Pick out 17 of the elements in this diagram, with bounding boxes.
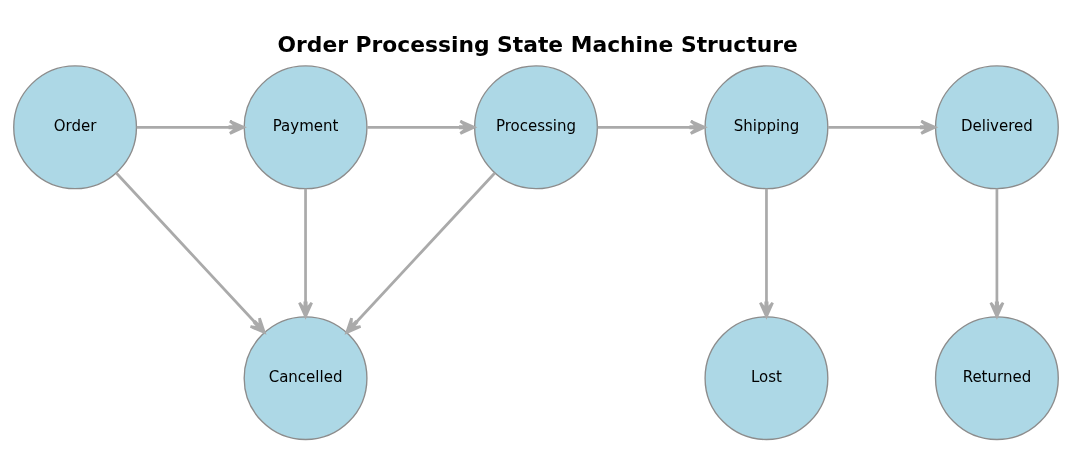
- arrow: [828, 119, 937, 135]
- arrow: [298, 188, 314, 318]
- arrow: [345, 172, 496, 334]
- arrow: [597, 119, 706, 135]
- arrow: [758, 188, 774, 318]
- arrow: [136, 119, 245, 135]
- node-circle: Order: [13, 65, 138, 190]
- node-circle: Processing: [473, 65, 599, 190]
- node-circle: Returned: [934, 316, 1059, 441]
- arrow: [989, 188, 1005, 318]
- node-circle: Shipping: [704, 65, 829, 190]
- node-circle: Lost: [704, 316, 829, 441]
- arrow: [115, 172, 266, 334]
- node-circle: Payment: [243, 65, 368, 190]
- arrow: [367, 119, 476, 135]
- diagram-title: Order Processing State Machine Structure: [277, 32, 798, 57]
- node-circle: Delivered: [934, 65, 1059, 190]
